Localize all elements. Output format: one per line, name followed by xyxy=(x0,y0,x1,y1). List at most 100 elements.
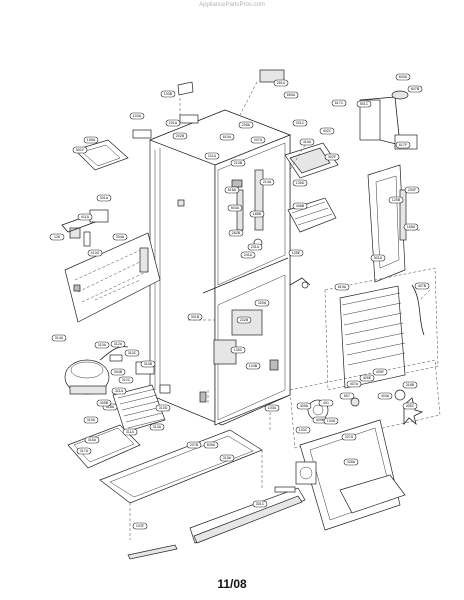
svg-text:315A: 315A xyxy=(223,456,232,460)
svg-text:231A: 231A xyxy=(251,245,260,249)
svg-text:501F: 501F xyxy=(76,148,85,152)
callout-610a: 610A xyxy=(219,133,235,141)
callout-405e: 405E xyxy=(359,374,375,382)
callout-316a: 316A xyxy=(84,436,100,444)
callout-126: 126 xyxy=(49,233,65,241)
svg-text:214A: 214A xyxy=(263,180,272,184)
callout-201a: 201A xyxy=(165,119,181,127)
svg-text:126: 126 xyxy=(54,235,60,239)
svg-text:211A: 211A xyxy=(208,154,217,158)
callout-501c: 501C xyxy=(356,100,372,108)
svg-text:304B: 304B xyxy=(114,370,123,374)
svg-text:302F: 302F xyxy=(328,155,337,159)
svg-text:405E: 405E xyxy=(363,376,372,380)
svg-text:406B: 406B xyxy=(296,204,305,208)
svg-text:327A: 327A xyxy=(345,435,354,439)
callout-100a: 100A xyxy=(264,404,280,412)
svg-text:310C: 310C xyxy=(128,351,137,355)
callout-210b: 210B xyxy=(230,159,246,167)
svg-text:311A: 311A xyxy=(126,430,135,434)
callout-312a: 312A xyxy=(110,340,126,348)
svg-text:407B: 407B xyxy=(418,284,427,288)
callout-200f: 200F xyxy=(404,186,420,194)
callout-619a: 619A xyxy=(334,283,350,291)
svg-text:404A: 404A xyxy=(381,394,390,398)
svg-text:319A: 319A xyxy=(87,418,96,422)
callout-125b: 125B xyxy=(388,196,404,204)
callout-165a: 165A xyxy=(403,223,419,231)
svg-text:301C: 301C xyxy=(256,502,265,506)
callout-609a: 609A xyxy=(203,441,219,449)
callout-304a: 304A xyxy=(112,233,128,241)
callout-327a: 327A xyxy=(341,433,357,441)
svg-text:617F: 617F xyxy=(399,143,408,147)
svg-text:232B: 232B xyxy=(240,318,249,322)
callout-319a: 319A xyxy=(83,416,99,424)
condenser-coil xyxy=(112,384,166,433)
callout-320a: 320A xyxy=(254,299,270,307)
callout-301b: 301B xyxy=(187,313,203,321)
drain-pan xyxy=(67,424,141,469)
callout-310d: 310D xyxy=(155,404,171,412)
svg-text:410A: 410A xyxy=(303,140,312,144)
svg-text:312C: 312C xyxy=(122,378,131,382)
callout-232b: 232B xyxy=(236,316,252,324)
callout-262b: 262B xyxy=(228,229,244,237)
callout-405f: 405F xyxy=(372,368,388,376)
svg-text:328A: 328A xyxy=(347,460,356,464)
callout-313a: 313A xyxy=(149,423,165,431)
small-parts-left xyxy=(61,199,279,403)
svg-text:281A: 281A xyxy=(277,81,286,85)
callout-402c: 402C xyxy=(319,127,335,135)
svg-text:205A: 205A xyxy=(242,123,251,127)
svg-text:241A: 241A xyxy=(244,253,253,257)
svg-text:100A: 100A xyxy=(268,406,277,410)
svg-text:304A: 304A xyxy=(116,235,125,239)
svg-text:201C: 201C xyxy=(296,121,305,125)
callout-405c: 405C xyxy=(402,402,418,410)
svg-text:401: 401 xyxy=(323,401,329,405)
svg-text:200F: 200F xyxy=(408,188,417,192)
callout-104b: 104B xyxy=(245,362,261,370)
svg-text:405F: 405F xyxy=(376,370,385,374)
svg-text:301B: 301B xyxy=(191,315,200,319)
callout-616a: 616A xyxy=(224,186,240,194)
callout-409b: 409B xyxy=(312,416,328,424)
svg-text:405B: 405B xyxy=(100,401,109,405)
air-duct xyxy=(367,164,407,283)
toe-grille xyxy=(189,486,306,544)
svg-text:314A: 314A xyxy=(55,336,64,340)
callout-301a: 301A xyxy=(96,194,112,202)
callout-409a: 409A xyxy=(296,402,312,410)
svg-text:105A: 105A xyxy=(87,138,96,142)
callout-310a: 310A xyxy=(94,341,110,349)
callout-301c: 301C xyxy=(252,500,268,508)
handle-strip xyxy=(127,544,178,560)
compressor-assembly xyxy=(64,346,155,395)
svg-text:103B: 103B xyxy=(164,92,173,96)
base-plate xyxy=(99,429,263,540)
callout-407a: 407A xyxy=(346,380,362,388)
callout-103f: 103F xyxy=(132,522,148,530)
callout-205a: 205A xyxy=(238,121,254,129)
callout-317a: 317A xyxy=(76,447,92,455)
control-box xyxy=(74,81,194,171)
callout-135c: 135C xyxy=(230,346,246,354)
svg-text:607: 607 xyxy=(344,394,350,398)
callout-103a: 103A xyxy=(129,112,145,120)
svg-text:413G: 413G xyxy=(91,251,100,255)
callout-406b: 406B xyxy=(292,202,308,210)
callout-501f: 501F xyxy=(72,146,88,154)
svg-text:650A: 650A xyxy=(287,93,296,97)
callout-413g: 413G xyxy=(87,249,103,257)
svg-text:321A: 321A xyxy=(115,389,124,393)
callout-321a: 321A xyxy=(111,387,127,395)
callout-404a: 404A xyxy=(377,392,393,400)
callout-241a: 241A xyxy=(240,251,256,259)
callout-310b: 310B xyxy=(140,360,156,368)
callout-304b: 304B xyxy=(110,368,126,376)
svg-text:104B: 104B xyxy=(249,364,258,368)
svg-text:207B: 207B xyxy=(190,443,199,447)
callout-207b: 207B xyxy=(186,441,202,449)
callout-503a: 503A xyxy=(227,204,243,212)
